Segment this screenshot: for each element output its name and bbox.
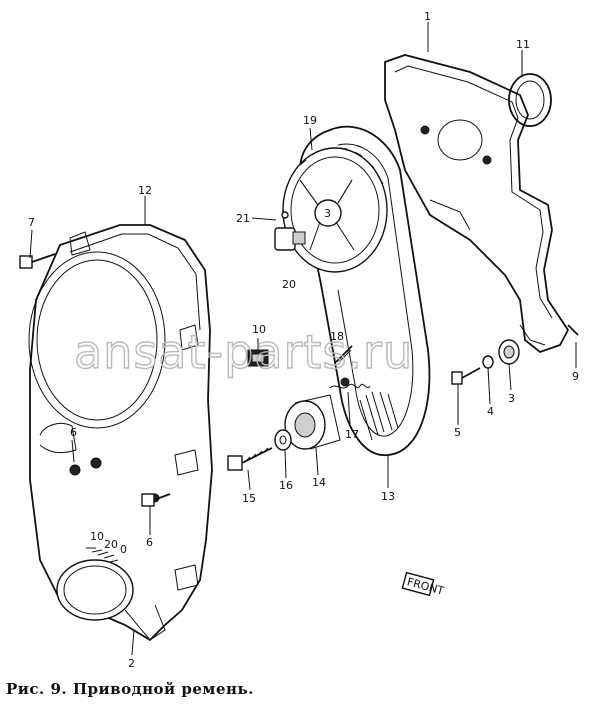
callout-3: 3: [508, 392, 515, 405]
cam-timing-mark: 3: [324, 207, 331, 220]
camshaft-pulley: 3: [282, 147, 388, 273]
callout-14: 14: [312, 476, 326, 489]
callout-10: 10: [252, 323, 266, 336]
callout-11: 11: [516, 38, 530, 51]
callout-2: 2: [128, 657, 135, 670]
callout-1: 1: [424, 10, 431, 23]
callout-5: 5: [454, 426, 461, 439]
watermark: ansat-parts.ru: [74, 325, 413, 379]
front-direction-mark: FRONT: [401, 571, 445, 598]
cover-fasteners-right: [451, 339, 520, 385]
tensioner-pulley: [284, 394, 341, 450]
callout-13: 13: [381, 490, 395, 503]
inner-timing-cover: [384, 54, 570, 354]
callout-6-lower: 6: [146, 536, 153, 549]
leader-lines: [29, 22, 577, 656]
callout-21: 21: [236, 212, 250, 225]
callout-18: 18: [330, 330, 344, 343]
small-bracket: [247, 349, 269, 367]
callout-7: 7: [28, 216, 35, 229]
outer-timing-cover: 10 20 0: [28, 224, 213, 642]
timing-mark-10: 10: [90, 530, 104, 543]
callout-labels: 1 11 19 12 7 21 20 10 18 9 3 4 5 6 6 17 …: [28, 10, 579, 670]
washer: [274, 429, 292, 451]
tensioner-spring: [329, 377, 371, 389]
oil-seal-ring: [508, 73, 552, 127]
callout-6-upper: 6: [70, 426, 77, 439]
locating-pin: [567, 324, 579, 336]
cover-bolt-lower: [141, 493, 171, 507]
timing-mark-20: 20: [104, 538, 118, 551]
pulley-bolt: [274, 211, 306, 251]
callout-12: 12: [138, 184, 152, 197]
callout-16: 16: [279, 479, 293, 492]
callout-15: 15: [242, 492, 256, 505]
callout-4: 4: [487, 405, 494, 418]
timing-mark-0: 0: [120, 543, 127, 556]
callout-19: 19: [303, 114, 317, 127]
tensioner-stud: [335, 345, 353, 363]
figure-caption: Рис. 9. Приводной ремень.: [6, 680, 254, 698]
callout-20: 20: [282, 278, 296, 291]
cover-bolt-top: [19, 253, 56, 269]
callout-9: 9: [572, 370, 579, 383]
callout-17: 17: [345, 428, 359, 441]
tensioner-bolt: [227, 447, 273, 471]
